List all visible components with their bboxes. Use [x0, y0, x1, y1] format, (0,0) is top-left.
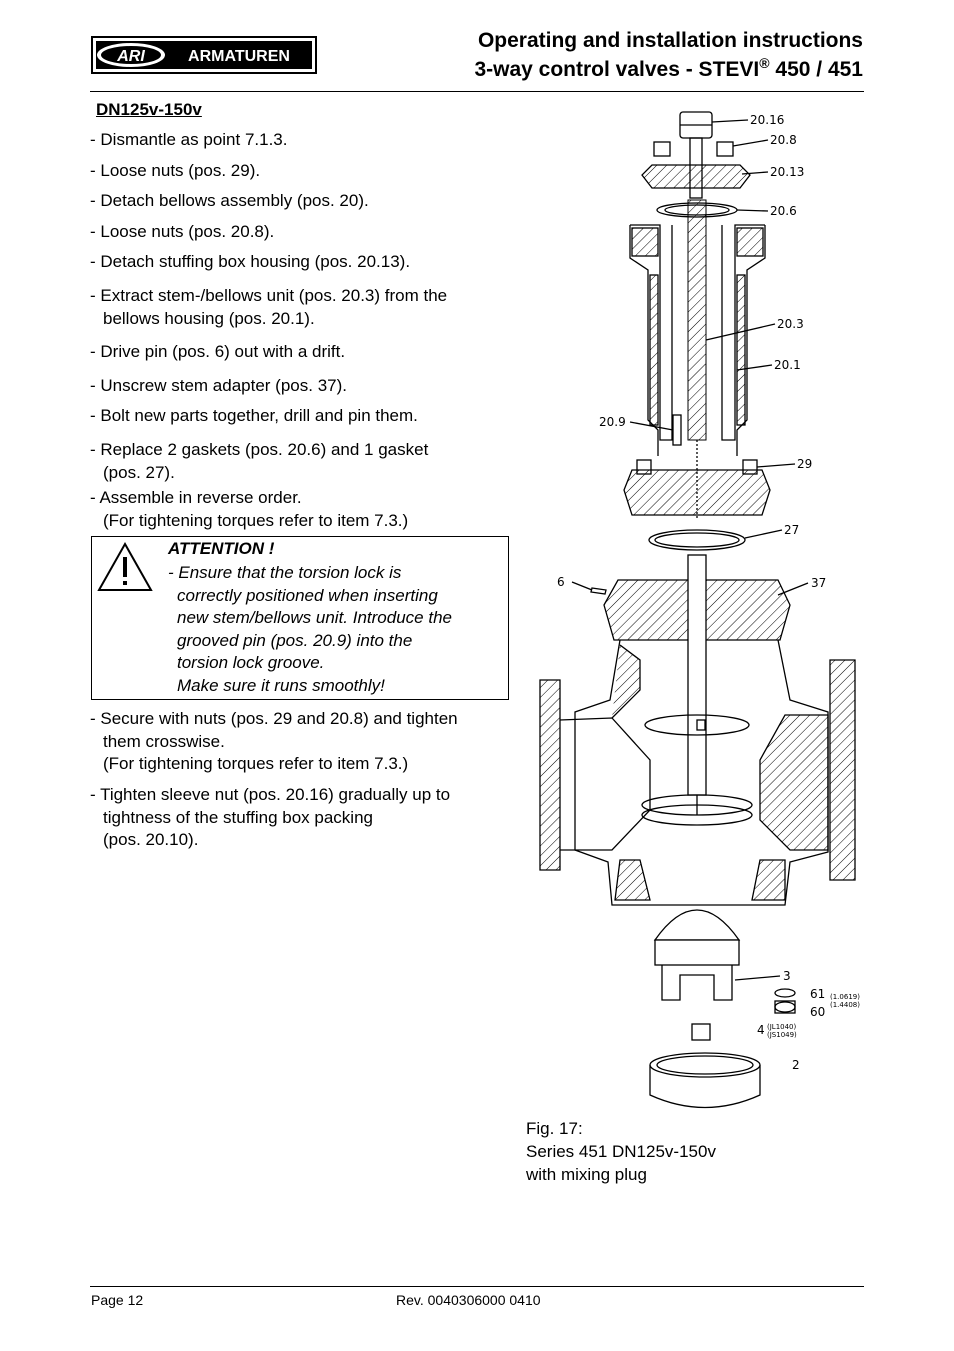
label-20-16: 20.16: [750, 113, 784, 127]
step-item: - Drive pin (pos. 6) out with a drift.: [90, 342, 346, 361]
label-2: 2: [792, 1058, 800, 1072]
label-27: 27: [784, 523, 799, 537]
figure-caption: Fig. 17: Series 451 DN125v-150v with mix…: [526, 1119, 716, 1184]
attention-text: - Ensure that the torsion lock is correc…: [168, 563, 452, 695]
step-item: - Bolt new parts together, drill and pin…: [90, 406, 418, 425]
label-60-note: (1.4408): [830, 1001, 860, 1009]
ari-armaturen-logo: ARI ARMATUREN: [91, 36, 317, 74]
warning-icon: [97, 541, 153, 591]
label-20-9: 20.9: [599, 415, 626, 429]
title-line-2: 3-way control valves - STEVI® 450 / 451: [474, 55, 863, 81]
label-4-note-2: (JS1049): [767, 1031, 797, 1039]
label-20-6: 20.6: [770, 204, 797, 218]
label-20-13: 20.13: [770, 165, 804, 179]
step-item: - Extract stem-/bellows unit (pos. 20.3)…: [90, 286, 448, 328]
attention-box: ATTENTION ! - Ensure that the torsion lo…: [91, 536, 509, 700]
step-item: - Replace 2 gaskets (pos. 20.6) and 1 ga…: [90, 440, 429, 482]
step-item: - Secure with nuts (pos. 29 and 20.8) an…: [90, 709, 458, 773]
label-61: 61: [810, 987, 825, 1001]
step-item: - Detach stuffing box housing (pos. 20.1…: [90, 252, 411, 271]
step-item: - Dismantle as point 7.1.3.: [90, 130, 288, 149]
label-20-1: 20.1: [774, 358, 801, 372]
label-60: 60: [810, 1005, 825, 1019]
label-3: 3: [783, 969, 791, 983]
document-title: Operating and installation instructions …: [474, 26, 863, 84]
label-4: 4: [757, 1023, 765, 1037]
section-title: DN125v-150v: [96, 100, 202, 119]
step-item: - Detach bellows assembly (pos. 20).: [90, 191, 369, 210]
step-item: - Loose nuts (pos. 29).: [90, 161, 261, 180]
label-20-3: 20.3: [777, 317, 804, 331]
label-37: 37: [811, 576, 826, 590]
page-number: Page 12: [91, 1292, 144, 1308]
header-divider: [90, 91, 864, 92]
footer-divider: [90, 1286, 864, 1287]
revision-number: Rev. 0040306000 0410: [396, 1292, 541, 1308]
svg-text:ARMATUREN: ARMATUREN: [188, 48, 290, 65]
svg-text:ARI: ARI: [116, 48, 145, 65]
title-line-1: Operating and installation instructions: [477, 29, 863, 52]
step-item: - Tighten sleeve nut (pos. 20.16) gradua…: [90, 785, 451, 849]
label-6: 6: [557, 575, 565, 589]
valve-exploded-drawing: 20.16 20.8 20.13 20.6 20.3 20.1 20.9 29 …: [539, 111, 860, 1109]
step-item: - Loose nuts (pos. 20.8).: [90, 222, 275, 241]
step-item: - Unscrew stem adapter (pos. 37).: [90, 376, 347, 395]
label-29: 29: [797, 457, 812, 471]
label-20-8: 20.8: [770, 133, 797, 147]
label-4-note-1: (JL1040): [767, 1023, 797, 1031]
step-item: - Assemble in reverse order.(For tighten…: [90, 488, 409, 530]
attention-title: ATTENTION !: [168, 539, 275, 558]
label-61-note: (1.0619): [830, 993, 860, 1001]
